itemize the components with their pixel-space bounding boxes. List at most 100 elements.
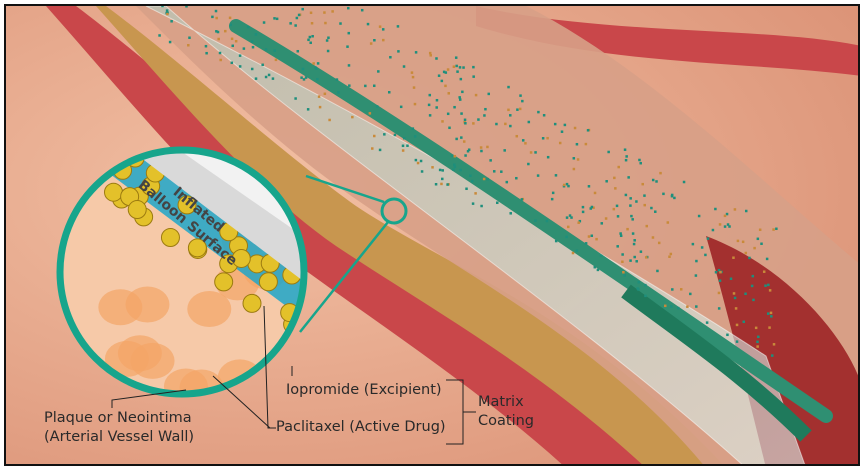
particle [629, 204, 632, 207]
particle [756, 345, 759, 348]
particle [450, 154, 454, 157]
particle [772, 228, 775, 231]
particle [565, 216, 569, 219]
particle [751, 274, 755, 278]
particle [670, 193, 674, 197]
particle [572, 157, 576, 160]
particle [754, 326, 758, 330]
particle [323, 11, 326, 14]
particle [224, 29, 227, 33]
particle [264, 75, 268, 79]
particle [509, 212, 512, 215]
particle [434, 183, 438, 186]
particle [441, 120, 444, 123]
particle [271, 77, 275, 80]
paclitaxel-crystal [242, 293, 262, 313]
catheter-tip [621, 284, 812, 442]
particle [378, 25, 382, 28]
particle [339, 22, 342, 25]
particle [214, 9, 218, 13]
particle [416, 161, 420, 165]
particle [625, 155, 628, 158]
particle [758, 228, 762, 232]
particle [509, 124, 512, 128]
particle [607, 150, 610, 154]
particle [742, 320, 746, 324]
paclitaxel-crystal [104, 182, 124, 202]
particle [521, 139, 525, 142]
particle [168, 40, 172, 44]
particle [372, 84, 376, 88]
particle [261, 63, 264, 67]
particle [431, 166, 434, 169]
particle [301, 67, 305, 71]
particle [309, 41, 312, 45]
particle [635, 260, 638, 263]
particle [364, 84, 367, 88]
balloon-catheter [145, 6, 806, 464]
balloon-surface [116, 150, 304, 266]
particle [368, 112, 372, 115]
particle [406, 144, 409, 147]
particle [211, 15, 214, 19]
particle [576, 158, 580, 161]
particle [542, 114, 546, 117]
particle [744, 292, 747, 296]
particle [441, 177, 444, 181]
particle [158, 34, 161, 37]
particle [534, 219, 537, 222]
particle [309, 11, 313, 15]
particle [401, 144, 405, 148]
particle [242, 47, 246, 50]
particle [717, 307, 721, 310]
particle [732, 292, 736, 295]
particle [348, 84, 351, 87]
particle [446, 112, 450, 116]
particle [230, 61, 234, 65]
particle [458, 96, 461, 99]
particle [446, 183, 449, 186]
particle [695, 259, 698, 263]
particle [704, 253, 707, 257]
paclitaxel-crystal [231, 248, 251, 268]
particle [444, 71, 448, 74]
particle [250, 40, 254, 43]
particle [335, 78, 339, 81]
particle [381, 28, 385, 31]
particle [411, 75, 415, 79]
particle [325, 39, 329, 42]
particle [644, 256, 648, 259]
particle [218, 51, 222, 55]
particle [596, 268, 600, 272]
particle [566, 225, 570, 229]
particle [452, 65, 456, 68]
particle [553, 122, 557, 126]
particle [273, 49, 276, 52]
particle [427, 103, 431, 107]
particle [733, 296, 737, 300]
particle [657, 241, 661, 245]
particle [723, 214, 727, 218]
particle [437, 74, 441, 77]
particle [772, 343, 776, 346]
particle [527, 120, 531, 124]
particle [503, 149, 506, 152]
particle [651, 236, 655, 239]
particle [515, 134, 519, 138]
particle [756, 340, 759, 344]
particle [705, 321, 709, 324]
magnifier-source-ring [380, 197, 408, 225]
particle [568, 214, 572, 217]
particle [769, 311, 773, 315]
particle [304, 76, 308, 79]
particle [399, 105, 403, 109]
particle [267, 73, 271, 77]
particle [495, 122, 498, 126]
paclitaxel-crystal [187, 238, 207, 258]
particle [736, 239, 740, 243]
particle [254, 77, 258, 80]
particle [624, 193, 628, 197]
particle [472, 75, 475, 78]
particle [447, 92, 451, 95]
particle [216, 30, 220, 34]
